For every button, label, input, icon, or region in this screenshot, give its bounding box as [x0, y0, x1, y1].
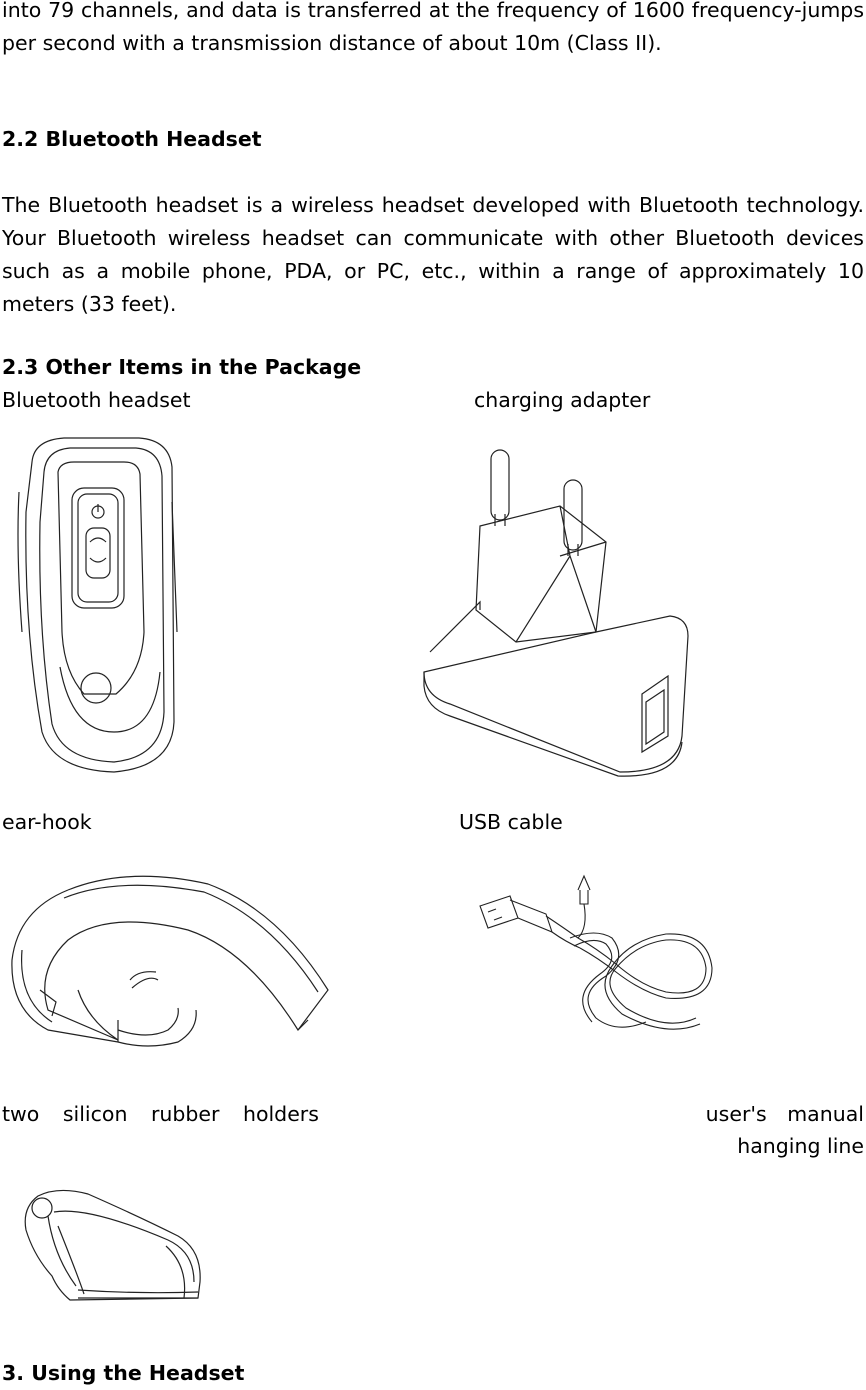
headset-illustration-icon: [14, 432, 179, 777]
section-heading-3: 3. Using the Headset: [2, 1361, 245, 1385]
label-charging-adapter: charging adapter: [474, 388, 651, 412]
label-usb-cable: USB cable: [459, 810, 563, 834]
charging-adapter-illustration-icon: [420, 446, 692, 776]
label-bluetooth-headset: Bluetooth headset: [2, 388, 191, 412]
silicon-holder-illustration-icon: [18, 1186, 204, 1310]
intro-continuation-paragraph: into 79 channels, and data is transferre…: [2, 0, 864, 55]
label-hanging-line: hanging line: [737, 1134, 864, 1158]
label-users-manual: user's manual: [705, 1102, 864, 1126]
ear-hook-illustration-icon: [8, 870, 330, 1050]
usb-cable-illustration-icon: [466, 868, 716, 1034]
section-heading-2-3: 2.3 Other Items in the Package: [2, 355, 362, 379]
section-heading-2-2: 2.2 Bluetooth Headset: [2, 127, 262, 151]
section-2-2-body: The Bluetooth headset is a wireless head…: [2, 193, 864, 316]
label-silicon-holders: two silicon rubber holders: [2, 1102, 319, 1126]
label-ear-hook: ear-hook: [2, 810, 92, 834]
